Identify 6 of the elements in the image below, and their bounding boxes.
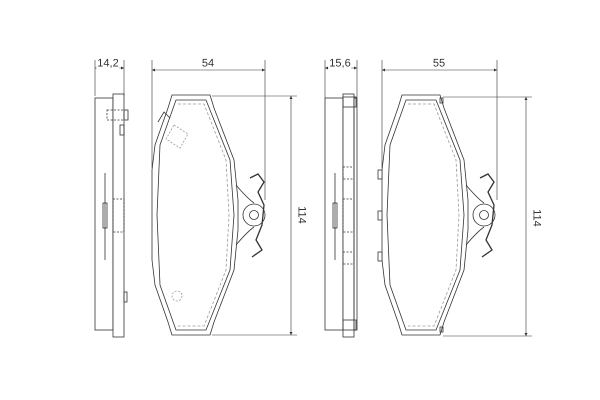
- dimension-label: 55: [432, 58, 446, 70]
- dimension-label: 114: [530, 208, 542, 228]
- dimension-label: 114: [296, 205, 306, 225]
- dimension-label: 54: [200, 58, 216, 70]
- dimension-label: 14,2: [96, 58, 120, 70]
- dimension-label: 15,6: [328, 58, 352, 70]
